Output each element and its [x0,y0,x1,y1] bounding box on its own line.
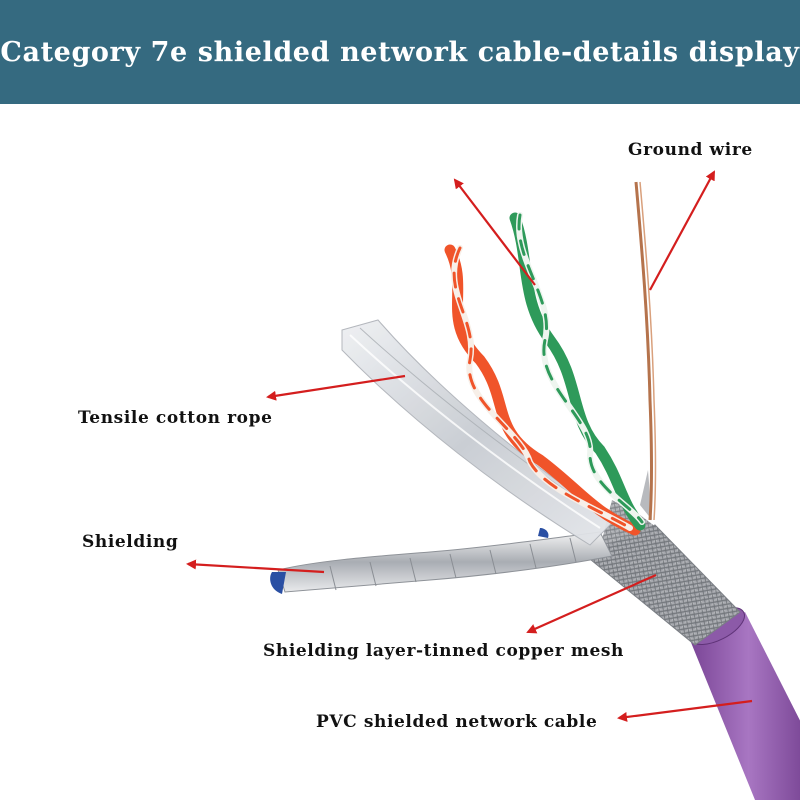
title-banner: Category 7e shielded network cable-detai… [0,0,800,104]
arrow-shielding [186,559,325,574]
arrow-ground-wire [649,170,715,291]
banner-title: Category 7e shielded network cable-detai… [0,36,800,68]
copper-ground-wire [634,181,657,521]
green-twisted-pair [509,212,646,531]
arrow-pvc-cable [617,699,753,722]
label-ground-wire: Ground wire [628,140,753,160]
label-tensile-cotton-rope: Tensile cotton rope [78,408,273,428]
arrow-green-pair [453,178,536,286]
arrow-tensile-rope [266,374,406,401]
label-pvc-cable: PVC shielded network cable [316,712,598,732]
orange-twisted-pair [444,244,641,536]
label-copper-mesh: Shielding layer-tinned copper mesh [263,641,624,661]
copper-mesh-braid [584,470,741,646]
arrow-copper-mesh [526,573,657,634]
pointer-arrows [186,170,753,722]
label-shielding: Shielding [82,532,179,552]
foil-shielding [270,528,613,594]
